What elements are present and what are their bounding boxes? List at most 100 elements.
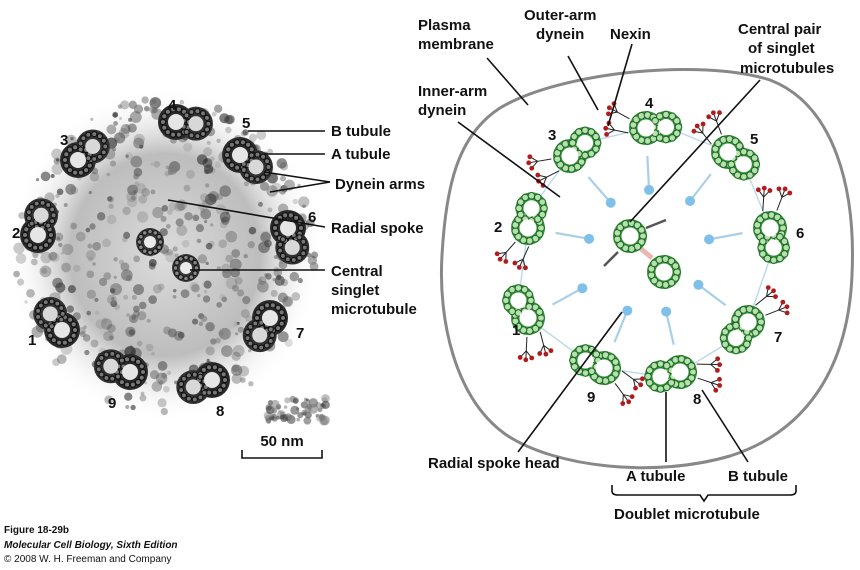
radial-spokes bbox=[552, 155, 743, 345]
mg-number-9: 9 bbox=[108, 395, 116, 412]
mg-a-tubule-label: A tubule bbox=[331, 146, 390, 163]
mg-radial-spoke-line bbox=[167, 199, 326, 228]
plasma-membrane-label-2: membrane bbox=[418, 36, 494, 53]
mg-number-1: 1 bbox=[28, 332, 36, 349]
radial-spoke-3 bbox=[587, 176, 612, 204]
nexin-label: Nexin bbox=[610, 26, 651, 43]
dynein-arm-9-outer bbox=[614, 382, 635, 406]
radial-spoke-head-9 bbox=[622, 305, 633, 316]
doublet-microtubules bbox=[502, 110, 791, 393]
central-bridge bbox=[638, 246, 654, 260]
dg-number-5: 5 bbox=[750, 131, 758, 148]
radial-spoke-head-4 bbox=[644, 184, 655, 195]
inner-arm-dynein-line bbox=[457, 121, 561, 198]
central-pair-label-2: of singlet bbox=[748, 40, 815, 57]
inner-arm-label-2: dynein bbox=[418, 102, 466, 119]
dynein-arm-7-inner bbox=[755, 285, 778, 306]
mg-central-label-2: singlet bbox=[331, 282, 379, 299]
mg-central-label-1: Central bbox=[331, 263, 383, 280]
radial-spoke-head-line bbox=[517, 311, 623, 453]
micrograph-doublet-4 bbox=[158, 104, 213, 141]
doublet-6 bbox=[753, 211, 791, 265]
dynein-arm-8-inner bbox=[696, 356, 723, 373]
mg-central-label-3: microtubule bbox=[331, 301, 417, 318]
dynein-arm-6-outer bbox=[776, 186, 793, 211]
dynein-arm-1-inner bbox=[537, 331, 554, 357]
dynein-arm-5-inner bbox=[691, 121, 712, 145]
plasma-membrane bbox=[439, 68, 854, 470]
doublet-7 bbox=[719, 305, 765, 355]
micrograph-doublet-8 bbox=[176, 362, 230, 405]
plasma-membrane-line bbox=[486, 57, 529, 106]
nexin-line bbox=[607, 43, 633, 127]
micrograph-central-singlet-1 bbox=[136, 228, 164, 256]
dynein-arm-3-outer bbox=[526, 154, 552, 171]
micrograph-doublet-7 bbox=[242, 300, 288, 353]
b-tubule-line bbox=[701, 389, 749, 463]
micrograph-central-pair bbox=[136, 228, 200, 282]
figure-caption: Figure 18-29b Molecular Cell Biology, Si… bbox=[4, 525, 178, 565]
outer-arm-label-2: dynein bbox=[536, 26, 584, 43]
dg-number-3: 3 bbox=[548, 127, 556, 144]
doublet-5 bbox=[711, 135, 761, 181]
doublet-8 bbox=[644, 355, 697, 393]
caption-copyright: © 2008 W. H. Freeman and Company bbox=[4, 554, 171, 565]
dynein-arm-1-outer bbox=[517, 336, 535, 363]
micrograph-doublet-6 bbox=[270, 210, 310, 265]
radial-spoke-head-3 bbox=[605, 197, 616, 208]
dynein-arm-9-inner bbox=[621, 370, 645, 391]
mg-radial-spoke-label: Radial spoke bbox=[331, 220, 424, 237]
caption-figure: Figure 18-29b bbox=[4, 525, 69, 536]
dynein-arm-4-inner bbox=[603, 120, 629, 137]
mg-b-tubule-label: B tubule bbox=[331, 123, 391, 140]
schematic-diagram: 1 2 3 4 5 6 7 8 9 Plasma membrane Outer-… bbox=[418, 7, 854, 523]
dynein-arm-8-outer bbox=[697, 376, 723, 393]
doublet-9 bbox=[569, 344, 621, 385]
dynein-arm-5-outer bbox=[706, 110, 722, 135]
dg-number-4: 4 bbox=[645, 95, 654, 112]
radial-spoke-head-5 bbox=[685, 195, 696, 206]
dg-number-6: 6 bbox=[796, 225, 804, 242]
caption-book: Molecular Cell Biology, Sixth Edition bbox=[4, 540, 178, 551]
mg-number-6: 6 bbox=[308, 209, 316, 226]
dynein-arm-4-outer bbox=[606, 101, 630, 120]
micrograph-doublet-9 bbox=[93, 349, 148, 390]
dynein-arm-3-inner bbox=[535, 170, 560, 188]
radial-spoke-head-6 bbox=[704, 234, 715, 245]
mg-dynein-arms-label: Dynein arms bbox=[335, 176, 425, 193]
radial-spoke-6 bbox=[708, 232, 743, 241]
mg-number-2: 2 bbox=[12, 225, 20, 242]
outer-arm-dynein-line bbox=[567, 55, 599, 111]
mg-dynein-line-2 bbox=[269, 181, 331, 193]
doublet-4 bbox=[629, 110, 683, 145]
radial-spoke-head-1 bbox=[577, 283, 588, 294]
radial-spoke-4 bbox=[646, 155, 651, 190]
radial-spoke-8 bbox=[665, 311, 675, 345]
mg-number-5: 5 bbox=[242, 115, 250, 132]
radial-spoke-head-label: Radial spoke head bbox=[428, 455, 560, 472]
central-pair-line bbox=[629, 79, 761, 223]
micrograph-central-singlet-2 bbox=[172, 254, 200, 282]
micrograph-doublet-2 bbox=[20, 198, 59, 253]
radial-spoke-head-8 bbox=[661, 306, 672, 317]
central-pair bbox=[603, 218, 681, 289]
outer-arm-label-1: Outer-arm bbox=[524, 7, 597, 24]
radial-spoke-head-7 bbox=[693, 279, 704, 290]
micrograph-corner-fragment bbox=[263, 394, 330, 426]
dynein-arm-6-inner bbox=[755, 185, 773, 212]
mg-number-7: 7 bbox=[296, 325, 304, 342]
radial-spoke-2 bbox=[555, 231, 590, 240]
electron-micrograph: 1 2 3 4 5 6 7 8 9 B tubule A tubule Dyne… bbox=[7, 87, 425, 459]
scale-bar-label: 50 nm bbox=[260, 433, 303, 450]
central-singlet-2 bbox=[647, 255, 681, 289]
radial-spoke-head-2 bbox=[584, 233, 595, 244]
doublet-2 bbox=[511, 191, 548, 245]
a-tubule-label: A tubule bbox=[626, 468, 685, 485]
central-projection-1 bbox=[603, 251, 619, 267]
central-singlet-1 bbox=[613, 219, 647, 253]
doublet-microtubule-label: Doublet microtubule bbox=[614, 506, 760, 523]
doublet-bracket bbox=[611, 485, 797, 503]
dynein-arm-2-outer bbox=[494, 241, 516, 264]
doublet-1 bbox=[502, 284, 545, 335]
